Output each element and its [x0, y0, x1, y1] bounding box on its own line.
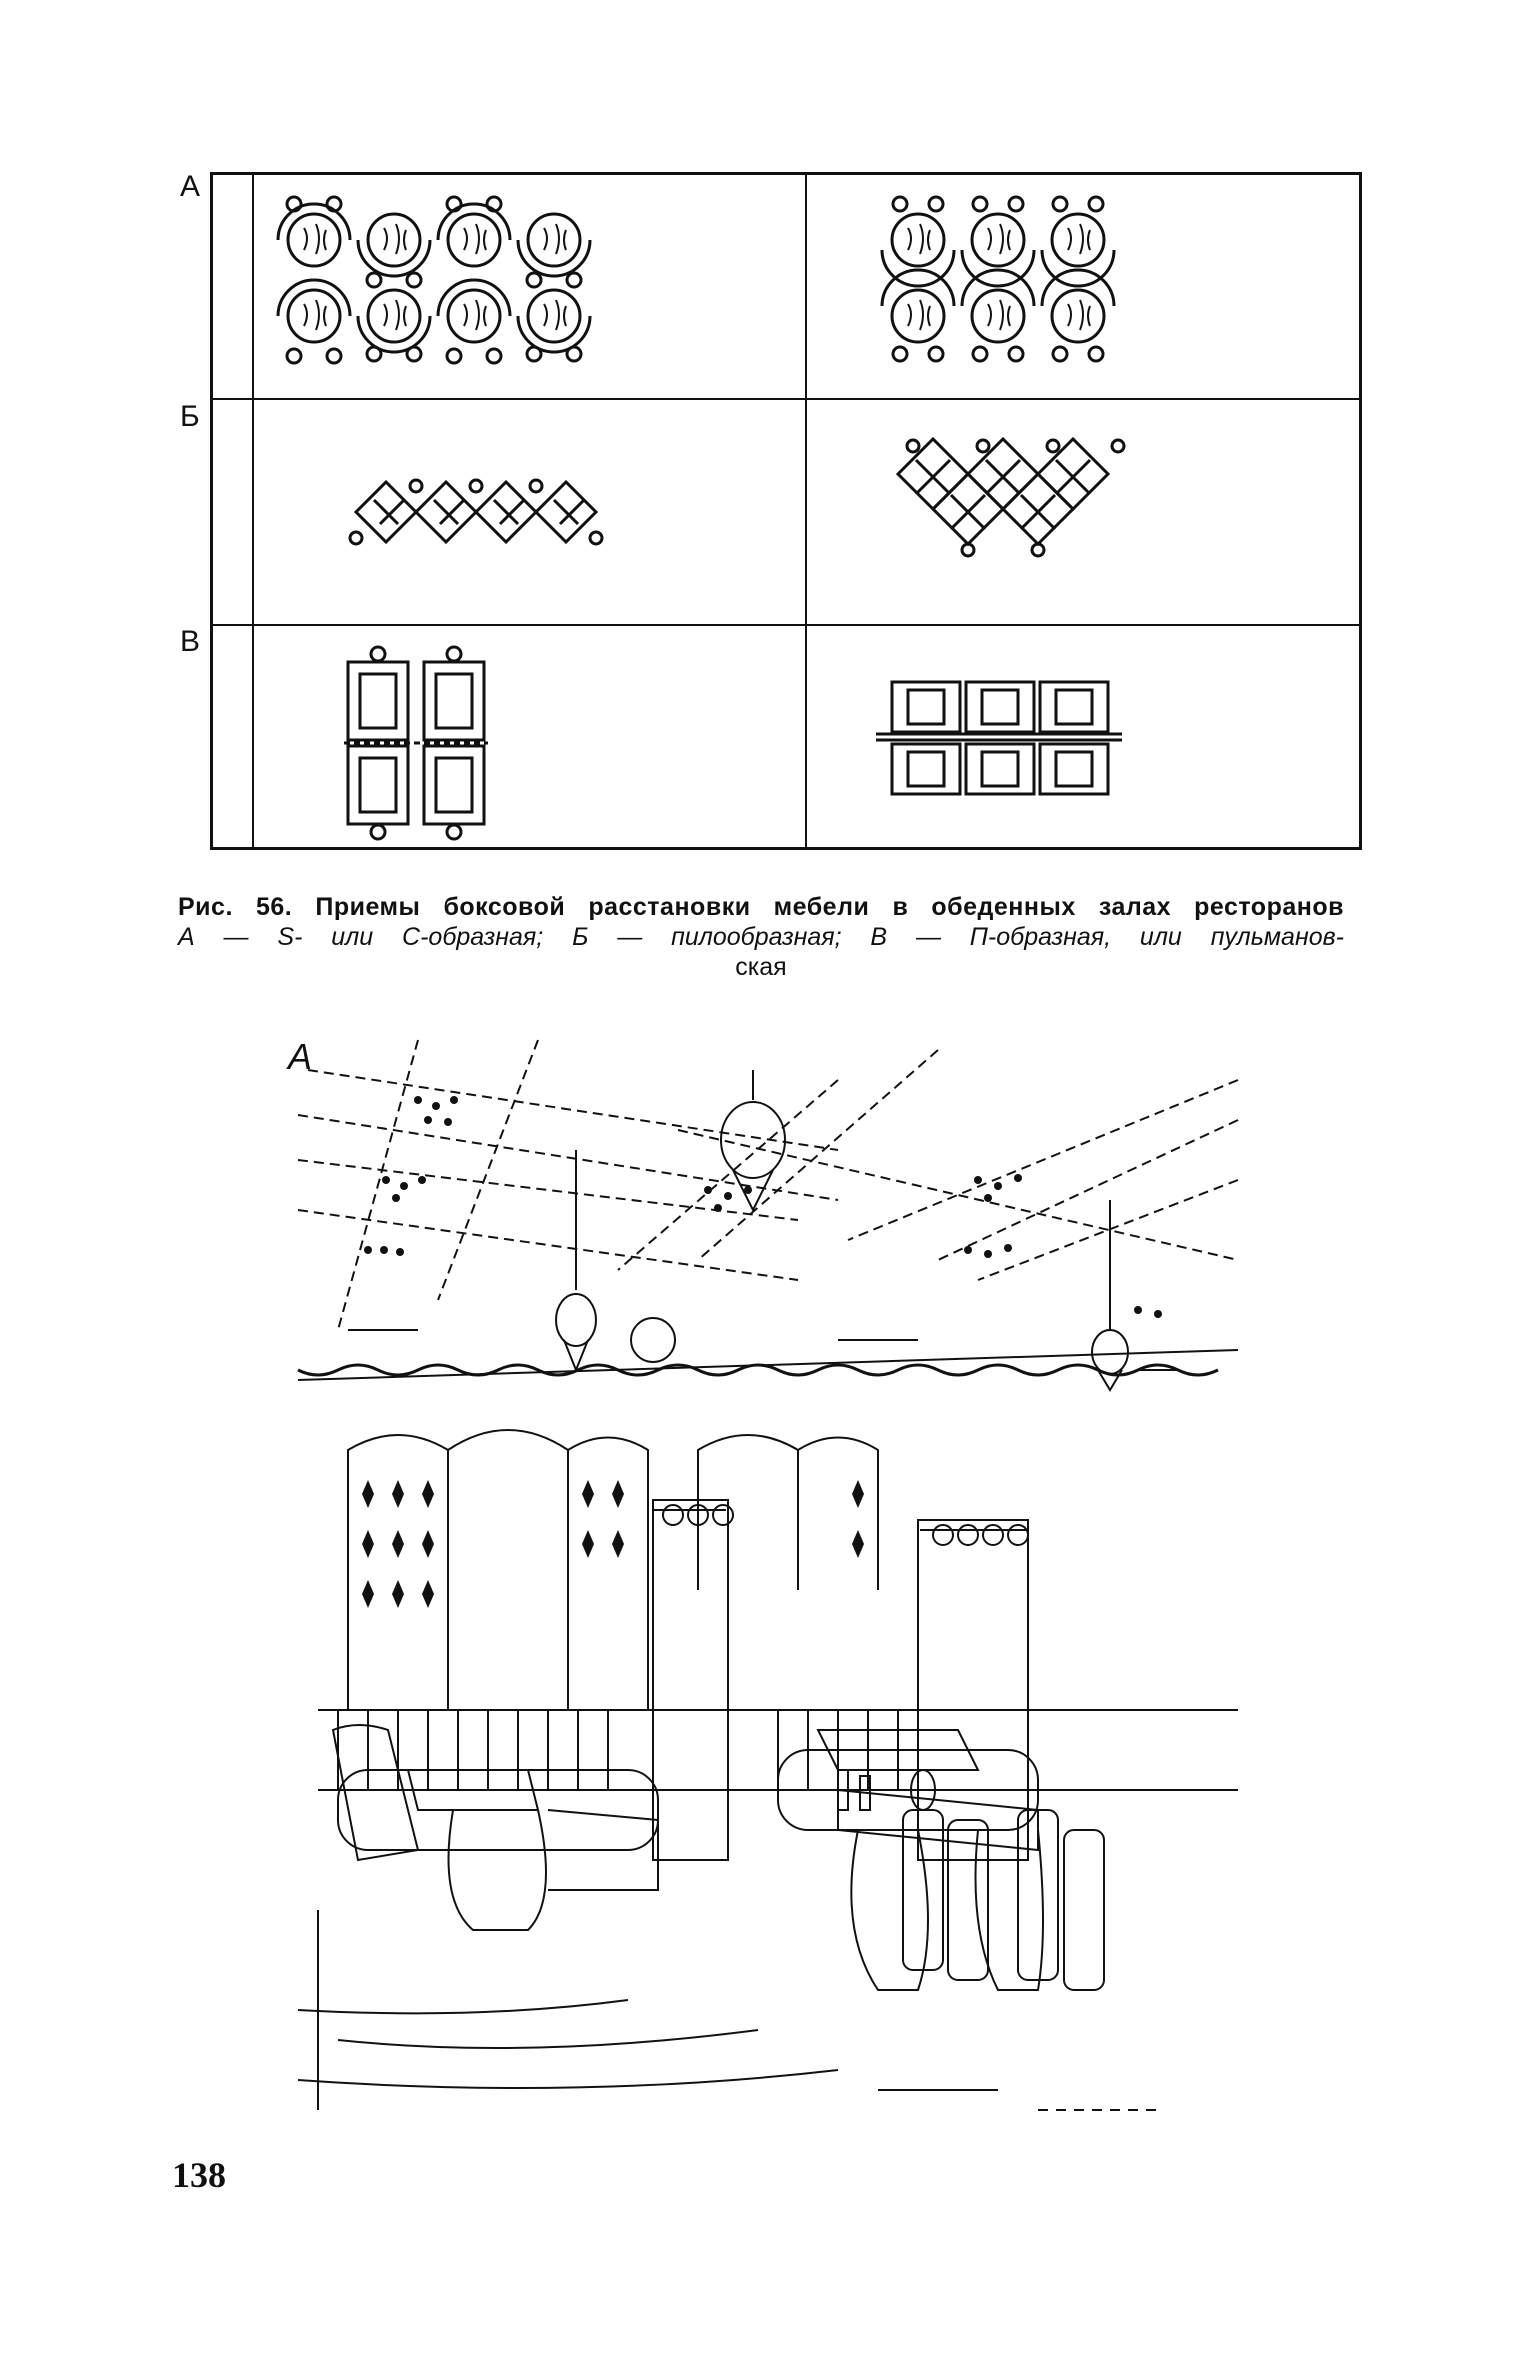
c-shaped-layout-right [880, 195, 1116, 363]
saw-shaped-layout-right [895, 436, 1126, 558]
s-shaped-layout-left [276, 195, 592, 365]
figure-caption: Рис. 56. Приемы боксовой расстановки меб… [178, 892, 1344, 982]
table-divider-middle [805, 172, 807, 850]
row-label-a: А [180, 170, 201, 203]
row-label-b: Б [180, 400, 200, 433]
pullman-layout-right [876, 680, 1122, 796]
furniture-layout-table [210, 172, 1362, 850]
table-divider-row1 [210, 398, 1362, 400]
caption-title: Рис. 56. Приемы боксовой расстановки меб… [178, 893, 1344, 921]
caption-legend-end: ская [735, 953, 787, 981]
table-divider-row2 [210, 624, 1362, 626]
pullman-layout-left [344, 645, 488, 841]
table-divider-left [252, 172, 254, 850]
saw-shaped-layout-left [348, 478, 604, 546]
restaurant-interior-illustration [297, 1039, 1239, 2111]
page-number: 138 [172, 2155, 226, 2195]
row-label-v: В [180, 625, 201, 658]
caption-legend: А — S- или С-образная; Б — пилообразная;… [178, 923, 1344, 951]
